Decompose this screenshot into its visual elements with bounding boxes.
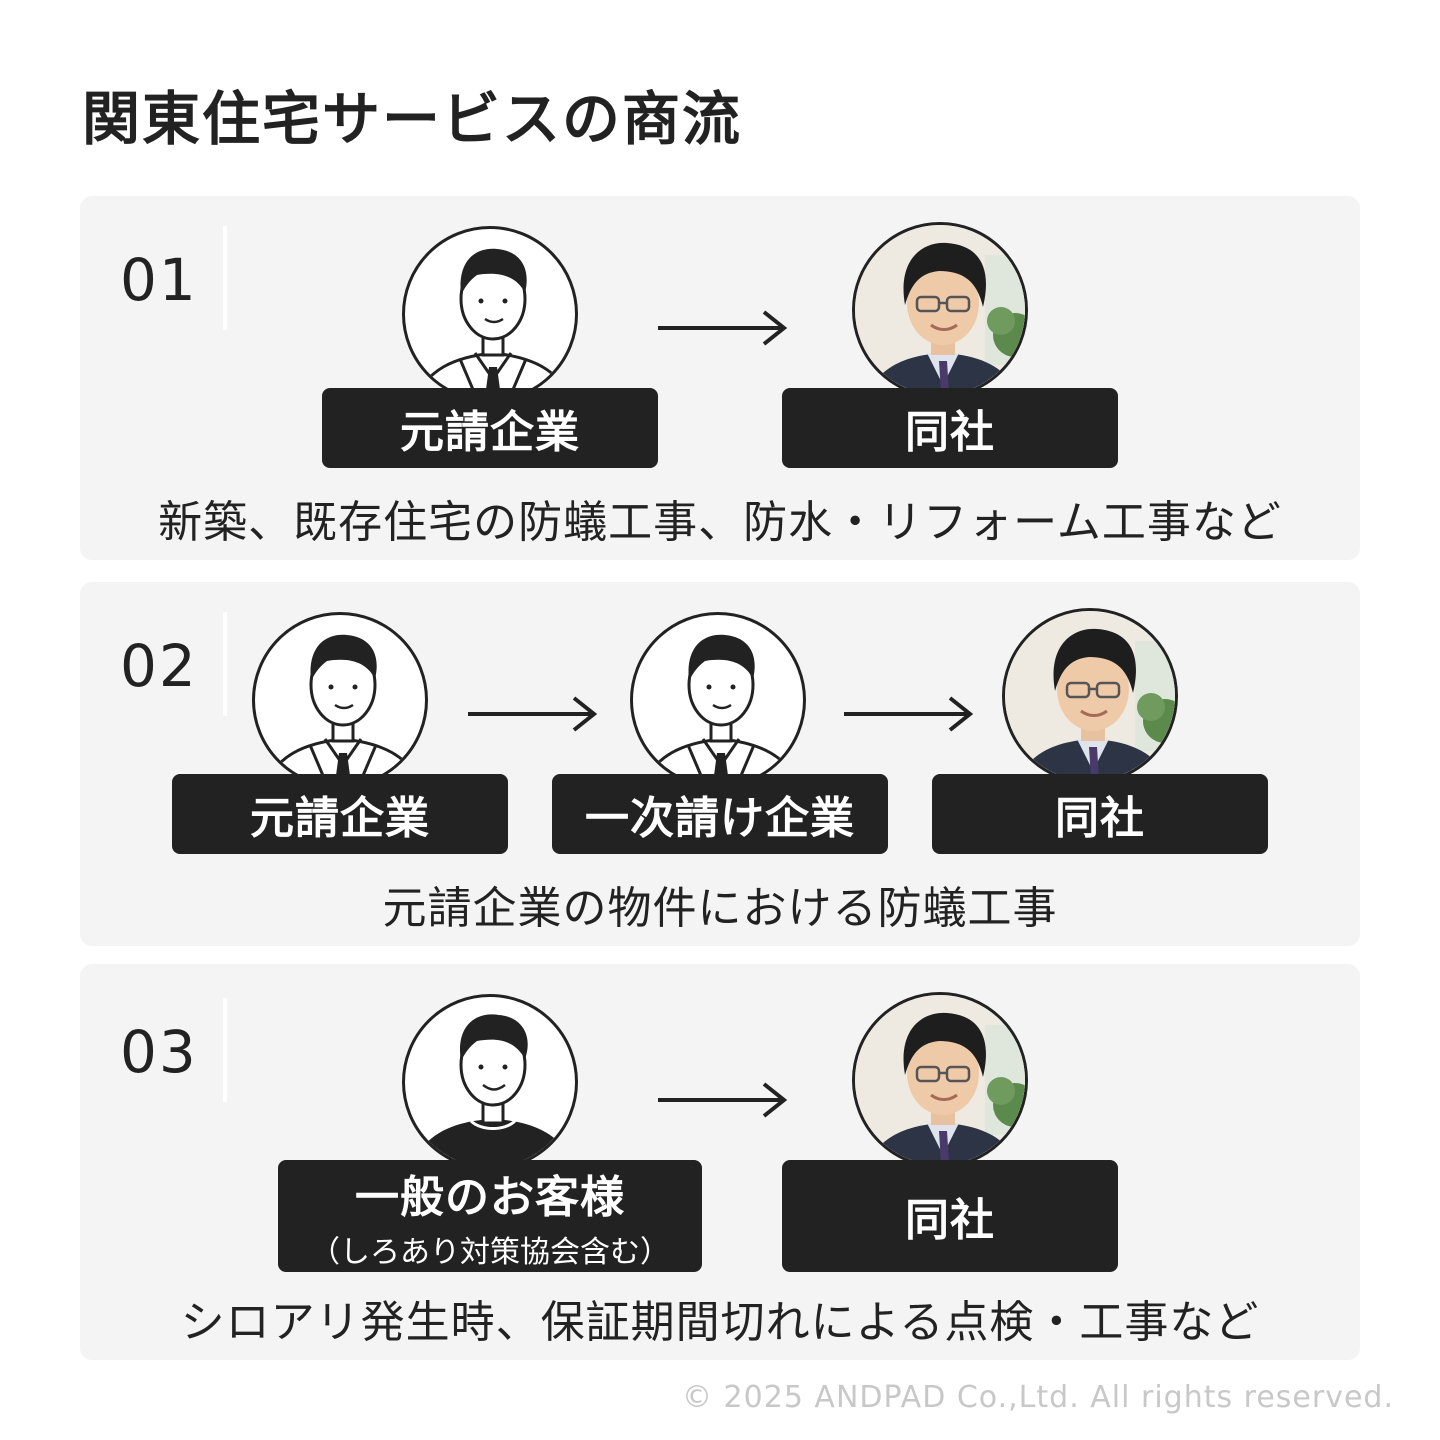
- flow-description: 元請企業の物件における防蟻工事: [382, 883, 1058, 934]
- flow-panel-02: 02 元請企業 一次請け企業 同社 元請企業の物件における防蟻工事: [80, 582, 1360, 946]
- arrow-right-icon: [468, 696, 596, 732]
- divider: [223, 226, 227, 330]
- flow-description: シロアリ発生時、保証期間切れによる点検・工事など: [180, 1297, 1260, 1348]
- company-representative-photo: [852, 222, 1028, 398]
- divider: [223, 998, 227, 1102]
- label-general-customer: 一般のお客様 （しろあり対策協会含む）: [278, 1160, 702, 1272]
- flow-number: 02: [120, 632, 198, 700]
- label-prime-contractor: 元請企業: [172, 774, 508, 854]
- arrow-right-icon: [658, 1082, 786, 1118]
- company-representative-photo: [852, 992, 1028, 1168]
- businessman-avatar: [252, 612, 428, 788]
- label-sub-text: （しろあり対策協会含む）: [310, 1235, 670, 1270]
- businessman-avatar: [630, 612, 806, 788]
- flow-panel-03: 03 一般のお客様 （しろあり対策協会含む） 同社 シロアリ発生時、保証期間切れ…: [80, 964, 1360, 1360]
- divider: [223, 612, 227, 716]
- label-company: 同社: [782, 388, 1118, 468]
- flow-description: 新築、既存住宅の防蟻工事、防水・リフォーム工事など: [158, 497, 1282, 548]
- businessman-avatar: [402, 226, 578, 402]
- label-prime-contractor: 元請企業: [322, 388, 658, 468]
- label-main-text: 一般のお客様: [355, 1172, 625, 1223]
- company-representative-photo: [1002, 608, 1178, 784]
- arrow-right-icon: [658, 310, 786, 346]
- label-primary-subcontractor: 一次請け企業: [552, 774, 888, 854]
- flow-panel-01: 01 元請企業 同社 新築、既存住宅の防蟻工事、防水・リフォーム工事など: [80, 196, 1360, 560]
- flow-number: 01: [120, 246, 198, 314]
- label-company: 同社: [782, 1160, 1118, 1272]
- label-company: 同社: [932, 774, 1268, 854]
- copyright-notice: © 2025 ANDPAD Co.,Ltd. All rights reserv…: [682, 1380, 1394, 1415]
- page-title: 関東住宅サービスの商流: [82, 85, 743, 153]
- flow-number: 03: [120, 1018, 198, 1086]
- customer-avatar: [402, 994, 578, 1170]
- arrow-right-icon: [844, 696, 972, 732]
